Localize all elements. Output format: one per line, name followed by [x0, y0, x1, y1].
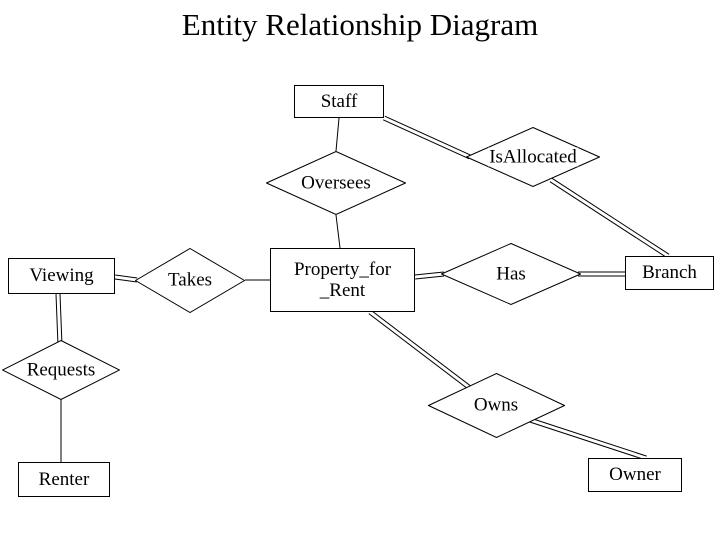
connection-has-branch [578, 271, 625, 277]
entity-label: Branch [642, 262, 697, 284]
relationship-owns[interactable]: Owns [427, 372, 565, 438]
entity-renter[interactable]: Renter [18, 462, 110, 497]
relationship-has[interactable]: Has [441, 243, 581, 305]
connection-staff-oversees [335, 117, 340, 152]
entity-label: Renter [38, 468, 90, 490]
entity-label: Staff [320, 90, 358, 112]
entity-label: Property_for _Rent [293, 258, 392, 301]
connection-property-has [414, 271, 445, 280]
connection-property-owns [368, 310, 472, 390]
entity-property[interactable]: Property_for _Rent [270, 248, 415, 312]
connection-oversees-property [335, 214, 341, 249]
connection-viewing-takes [114, 274, 138, 283]
relationship-label: Takes [166, 269, 214, 291]
connection-isallocated-branch [549, 177, 670, 259]
relationship-label: Requests [25, 359, 97, 381]
relationship-label: IsAllocated [488, 146, 578, 168]
page-title: Entity Relationship Diagram [181, 7, 539, 42]
entity-owner[interactable]: Owner [588, 458, 682, 492]
relationship-label: Oversees [300, 172, 372, 194]
connection-owns-owner [529, 417, 647, 461]
relationship-label: Owns [472, 394, 520, 416]
entity-label: Owner [609, 464, 661, 486]
entity-branch[interactable]: Branch [625, 256, 714, 290]
relationship-takes[interactable]: Takes [135, 247, 245, 313]
relationship-requests[interactable]: Requests [2, 340, 120, 400]
connection-staff-isallocated [382, 115, 472, 160]
relationship-oversees[interactable]: Oversees [266, 151, 406, 215]
entity-label: Viewing [29, 265, 94, 287]
relationship-isallocated[interactable]: IsAllocated [466, 127, 600, 187]
entity-viewing[interactable]: Viewing [8, 258, 115, 294]
entity-staff[interactable]: Staff [294, 85, 384, 118]
relationship-label: Has [495, 263, 527, 285]
